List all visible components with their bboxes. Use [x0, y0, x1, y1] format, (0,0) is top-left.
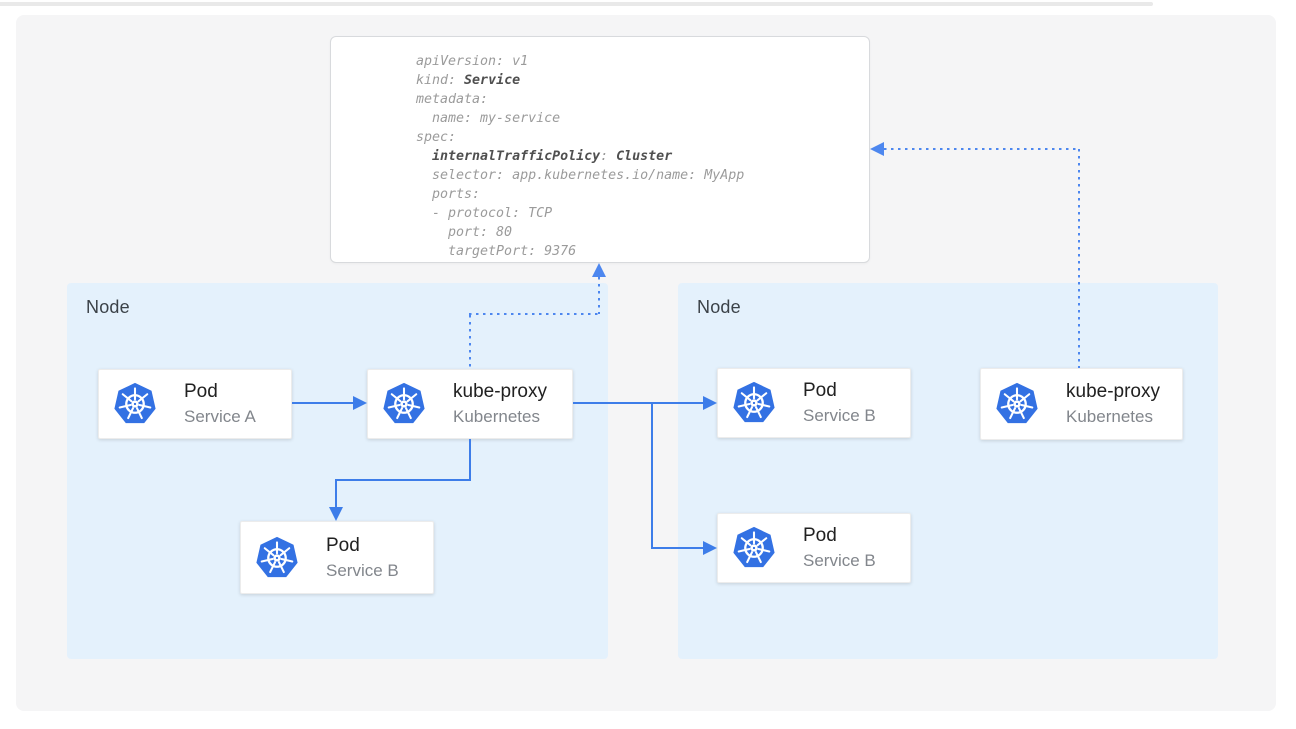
arrowhead-up-icon — [592, 263, 606, 277]
yaml-line: spec: — [416, 130, 457, 145]
arrowhead-right-icon — [703, 541, 717, 555]
arrow-kube-proxy-left — [335, 479, 471, 481]
card-subtitle: Kubernetes — [453, 407, 540, 426]
yaml-line: ports: — [416, 187, 481, 202]
yaml-line: internalTrafficPolicy: Cluster — [432, 149, 673, 164]
card-pod-service-a: Pod Service A — [98, 369, 292, 439]
card-subtitle: Service B — [326, 560, 399, 580]
yaml-line: name: my-service — [416, 111, 561, 126]
kubernetes-icon — [382, 381, 426, 425]
card-title: kube-proxy — [1066, 381, 1160, 402]
card-kube-proxy-right: kube-proxy Kubernetes — [980, 368, 1183, 440]
kubernetes-icon — [732, 525, 776, 569]
node-label: Node — [697, 297, 741, 317]
card-title: kube-proxy — [453, 381, 547, 402]
yaml-line: port: 80 — [416, 225, 513, 240]
yaml-line: apiVersion: v1 — [416, 54, 529, 69]
top-accent-bar — [0, 2, 1153, 6]
dotted-kube-proxy-left-up — [469, 315, 471, 369]
kubernetes-icon — [995, 381, 1039, 425]
card-subtitle: Service B — [803, 551, 876, 570]
node-box-right: Node — [678, 283, 1218, 659]
dotted-kube-proxy-right-across — [884, 148, 1079, 150]
card-subtitle: Service B — [803, 406, 876, 425]
arrow-kube-proxy-to-pod-right-top — [573, 402, 703, 404]
card-title: Pod — [803, 525, 837, 546]
yaml-line: kind: Service — [416, 73, 521, 88]
kubernetes-icon — [255, 535, 299, 578]
card-subtitle: Service A — [184, 407, 256, 426]
arrowhead-down-icon — [329, 507, 343, 521]
arrowhead-left-icon — [870, 142, 884, 156]
yaml-line: selector: app.kubernetes.io/name: MyApp — [416, 168, 745, 183]
card-title: Pod — [184, 381, 218, 402]
kubernetes-icon — [732, 380, 776, 424]
arrow-kube-proxy-down — [469, 439, 471, 481]
card-pod-service-b-right-bottom: Pod Service B — [717, 513, 911, 583]
card-title: Pod — [803, 380, 837, 401]
arrow-branch-to-pod-right-bottom — [651, 547, 703, 549]
arrowhead-right-icon — [703, 396, 717, 410]
card-pod-service-b-left: Pod Service B — [240, 521, 434, 594]
card-title: Pod — [326, 534, 360, 556]
dotted-kube-proxy-left-across — [469, 313, 600, 315]
kubernetes-icon — [113, 381, 157, 425]
dotted-kube-proxy-right-up — [1078, 149, 1080, 368]
arrow-pod-a-to-kube-proxy — [292, 402, 354, 404]
dotted-kube-proxy-left-to-yaml — [598, 277, 600, 314]
arrow-branch-vertical — [651, 402, 653, 549]
card-kube-proxy-left: kube-proxy Kubernetes — [367, 369, 573, 439]
yaml-line: targetPort: 9376 — [416, 244, 577, 259]
node-box-left: Node — [67, 283, 608, 659]
yaml-line: - protocol: TCP — [416, 206, 553, 221]
arrow-to-pod-b-left — [335, 479, 337, 507]
node-label: Node — [86, 297, 130, 317]
card-subtitle: Kubernetes — [1066, 407, 1153, 426]
card-pod-service-b-right-top: Pod Service B — [717, 368, 911, 438]
arrowhead-right-icon — [353, 396, 367, 410]
service-yaml-card: apiVersion: v1 kind: Service metadata: n… — [330, 36, 870, 263]
yaml-line: metadata: — [416, 92, 489, 107]
